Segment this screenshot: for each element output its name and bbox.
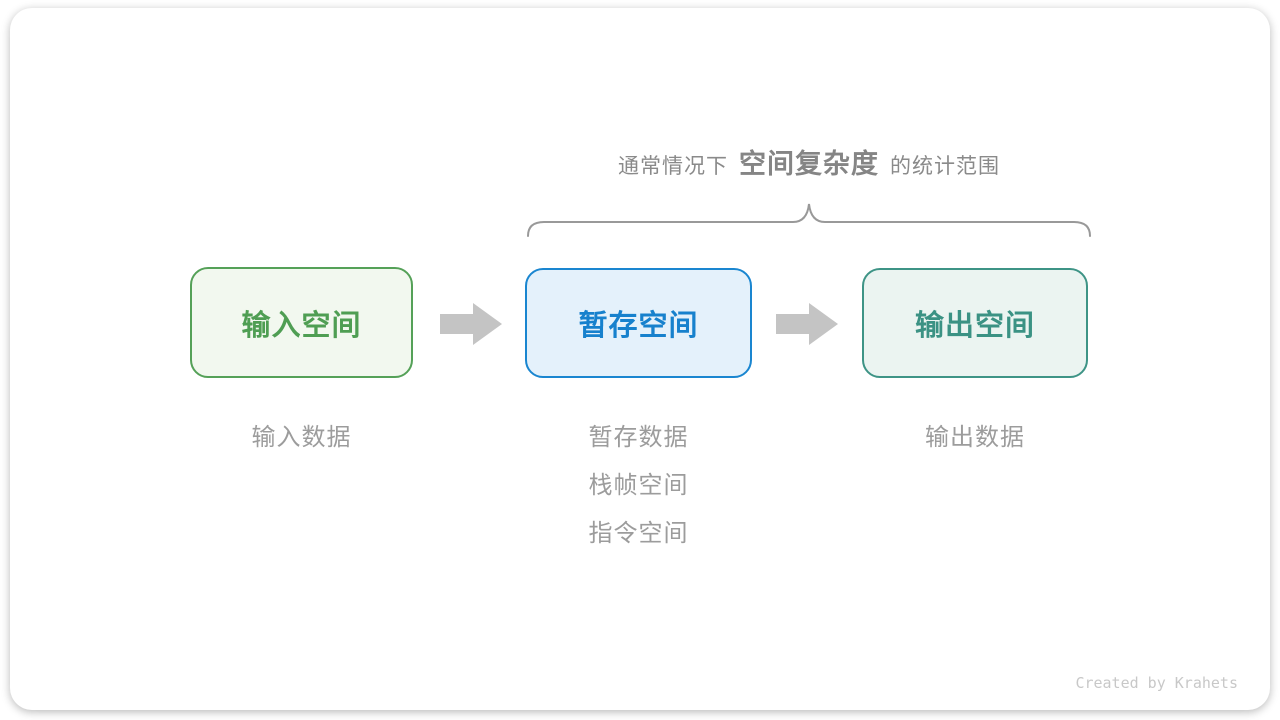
annotations-input: 输入数据 <box>190 414 413 462</box>
curly-brace-icon <box>527 203 1091 237</box>
node-output-space-label: 输出空间 <box>914 310 1035 342</box>
node-buffer-space: 暂存空间 <box>525 268 752 378</box>
caption-highlight: 空间复杂度 <box>739 149 879 179</box>
arrow-right-icon <box>776 303 838 345</box>
caption-suffix: 的统计范围 <box>890 155 1000 178</box>
caption: 通常情况下 空间复杂度 的统计范围 <box>527 142 1091 188</box>
annotation-line: 输出数据 <box>925 424 1025 451</box>
caption-prefix: 通常情况下 <box>618 155 728 178</box>
annotations-output: 输出数据 <box>862 414 1088 462</box>
annotation-line: 暂存数据 <box>588 424 689 451</box>
node-input-space-label: 输入空间 <box>241 309 362 342</box>
annotation-line: 栈帧空间 <box>588 472 689 499</box>
annotations-buffer: 暂存数据 栈帧空间 指令空间 <box>525 414 752 558</box>
annotation-line: 输入数据 <box>251 424 352 451</box>
diagram-card: 通常情况下 空间复杂度 的统计范围 输入空间 暂存空间 输出空间 输入数据 <box>10 8 1270 710</box>
attribution-text: Created by Krahets <box>1075 674 1238 692</box>
node-buffer-space-label: 暂存空间 <box>578 310 699 342</box>
node-input-space: 输入空间 <box>190 267 413 378</box>
annotation-line: 指令空间 <box>588 520 689 547</box>
arrow-right-icon <box>440 303 502 345</box>
node-output-space: 输出空间 <box>862 268 1088 378</box>
